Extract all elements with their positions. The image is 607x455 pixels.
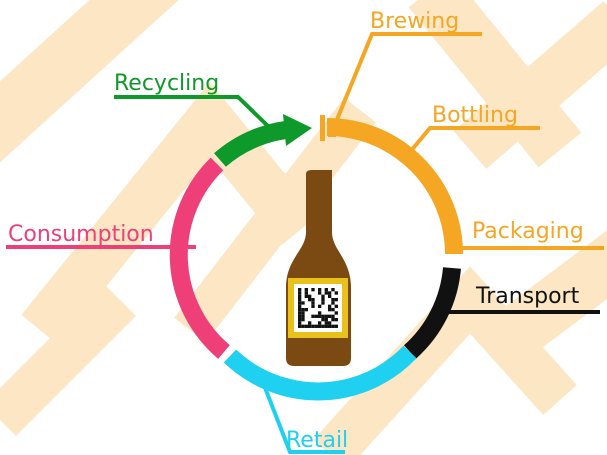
data-matrix-module (308, 298, 311, 301)
data-matrix-module (328, 295, 331, 298)
data-matrix-module (318, 305, 321, 308)
stage-label-packaging: Packaging (472, 219, 584, 244)
data-matrix-module (335, 291, 338, 294)
data-matrix-module (305, 288, 308, 291)
data-matrix-module (315, 315, 318, 318)
data-matrix-module (301, 308, 304, 311)
data-matrix-module (318, 288, 321, 291)
data-matrix-module (328, 308, 331, 311)
data-matrix-module (335, 318, 338, 321)
data-matrix-module (335, 325, 338, 328)
data-matrix-module (298, 325, 301, 328)
data-matrix-module (321, 295, 324, 298)
data-matrix-module (335, 311, 338, 314)
data-matrix-module (335, 305, 338, 308)
data-matrix-module (321, 301, 324, 304)
data-matrix-module (311, 288, 314, 291)
data-matrix-module (298, 311, 301, 314)
data-matrix-module (298, 321, 301, 324)
data-matrix-module (325, 318, 328, 321)
stage-label-transport: Transport (475, 284, 580, 309)
data-matrix-module (298, 308, 301, 311)
data-matrix-module (308, 325, 311, 328)
data-matrix-module (298, 291, 301, 294)
data-matrix-module (318, 311, 321, 314)
data-matrix-module (311, 325, 314, 328)
data-matrix-module (325, 315, 328, 318)
data-matrix-module (325, 321, 328, 324)
data-matrix-module (311, 305, 314, 308)
data-matrix-module (301, 311, 304, 314)
data-matrix-module (301, 315, 304, 318)
data-matrix-module (298, 301, 301, 304)
data-matrix-module (301, 325, 304, 328)
data-matrix-module (305, 325, 308, 328)
stage-label-retail: Retail (286, 428, 348, 453)
stage-label-bottling: Bottling (432, 103, 518, 128)
data-matrix-module (318, 291, 321, 294)
data-matrix-module (321, 315, 324, 318)
data-matrix-module (335, 298, 338, 301)
data-matrix-module (325, 291, 328, 294)
data-matrix-module (331, 298, 334, 301)
data-matrix-module (298, 295, 301, 298)
data-matrix-module (298, 318, 301, 321)
data-matrix-module (321, 325, 324, 328)
data-matrix-module (321, 298, 324, 301)
stage-label-consumption: Consumption (8, 222, 154, 247)
data-matrix-module (325, 325, 328, 328)
data-matrix-module (305, 308, 308, 311)
data-matrix-module (311, 298, 314, 301)
data-matrix-module (298, 298, 301, 301)
data-matrix-module (331, 301, 334, 304)
data-matrix-module (331, 315, 334, 318)
data-matrix-module (331, 308, 334, 311)
data-matrix-module (325, 288, 328, 291)
data-matrix-module (311, 315, 314, 318)
data-matrix-module (308, 295, 311, 298)
data-matrix-module (328, 305, 331, 308)
data-matrix-module (331, 318, 334, 321)
data-matrix-module (301, 318, 304, 321)
data-matrix-module (318, 325, 321, 328)
data-matrix-module (305, 291, 308, 294)
cycle-start-marker (320, 115, 325, 141)
data-matrix-module (298, 305, 301, 308)
data-matrix-module (315, 325, 318, 328)
data-matrix-module (328, 321, 331, 324)
data-matrix-module (311, 301, 314, 304)
data-matrix-module (308, 321, 311, 324)
stage-label-recycling: Recycling (114, 71, 219, 96)
data-matrix-module (328, 325, 331, 328)
data-matrix-module (331, 325, 334, 328)
data-matrix-module (331, 288, 334, 291)
data-matrix-module (328, 291, 331, 294)
data-matrix-module (298, 288, 301, 291)
data-matrix-module (318, 321, 321, 324)
data-matrix-module (301, 301, 304, 304)
data-matrix-module (305, 295, 308, 298)
data-matrix-module (318, 315, 321, 318)
data-matrix-module (328, 315, 331, 318)
stage-label-brewing: Brewing (370, 9, 459, 34)
data-matrix-module (298, 315, 301, 318)
ring-start-cap (328, 119, 336, 137)
data-matrix-module (321, 318, 324, 321)
recycling-arrow-icon (283, 114, 312, 146)
